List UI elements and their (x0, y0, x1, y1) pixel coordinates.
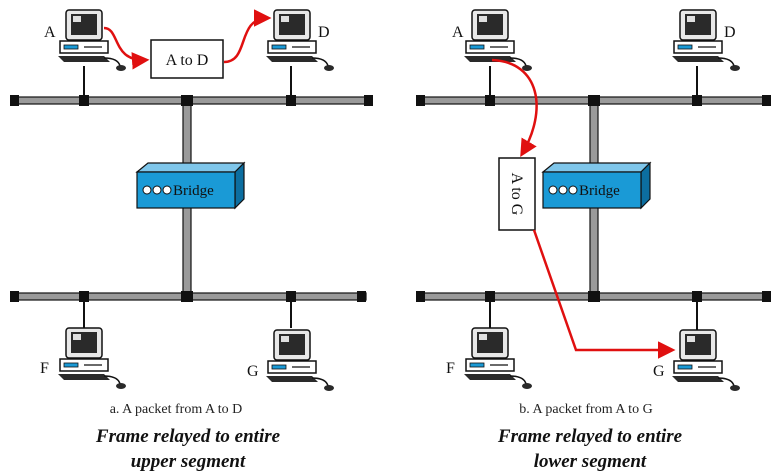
node-label-a: A (452, 24, 464, 41)
computer-icon (265, 329, 335, 392)
bridge-label: Bridge (173, 183, 214, 199)
panel-subtitle-line2: upper segment (131, 451, 246, 472)
frame-box (498, 157, 536, 231)
panel-b: A D F G Bridge A to G b. A packet from A… (416, 9, 771, 472)
computer-icon (671, 329, 741, 392)
bus-terminator (762, 291, 771, 302)
panel-caption: b. A packet from A to G (519, 402, 652, 417)
bus-terminator (762, 95, 771, 106)
frame-arrow (223, 9, 272, 64)
bridge-device-icon (135, 161, 246, 210)
panel-caption: a. A packet from A to D (110, 402, 243, 417)
computer-icon (463, 327, 533, 390)
bus-terminator (416, 291, 425, 302)
bridge-device-icon (541, 161, 652, 210)
bus-terminator (416, 95, 425, 106)
panel-a: A D F G Bridge A to D a. A packet from A… (10, 9, 373, 472)
panel-subtitle-line1: Frame relayed to entire (497, 426, 683, 447)
frame-arrow (103, 26, 150, 70)
bus-terminator (357, 291, 366, 302)
frame-box (150, 39, 224, 79)
computer-icon (463, 9, 533, 72)
node-label-g: G (653, 363, 665, 380)
node-label-f: F (40, 360, 49, 377)
frame-arrow (532, 229, 676, 359)
bus-terminator (10, 95, 19, 106)
panel-subtitle-line1: Frame relayed to entire (95, 426, 281, 447)
bridge-label: Bridge (579, 183, 620, 199)
frame-label: A to D (166, 52, 209, 69)
frame-label: A to G (508, 173, 525, 216)
bus-terminator (364, 95, 373, 106)
node-label-d: D (318, 24, 330, 41)
bus-terminator (10, 291, 19, 302)
panel-subtitle-line2: lower segment (534, 451, 647, 472)
node-label-d: D (724, 24, 736, 41)
node-label-a: A (44, 24, 56, 41)
node-label-g: G (247, 363, 259, 380)
frame-arrow (491, 58, 538, 158)
computer-icon (57, 327, 127, 390)
node-label-f: F (446, 360, 455, 377)
